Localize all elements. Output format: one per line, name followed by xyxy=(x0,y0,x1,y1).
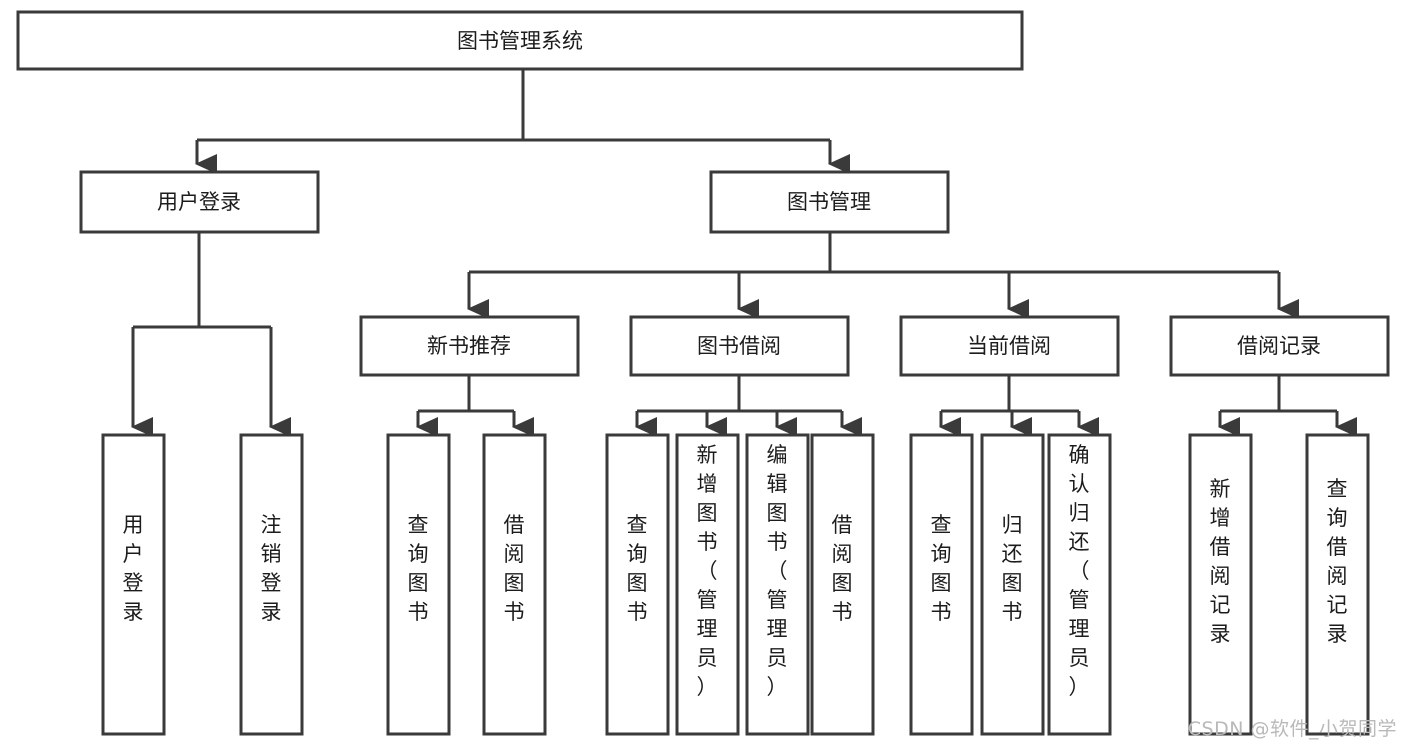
leaf-nbr-query-book-box[interactable] xyxy=(386,433,451,736)
leaf-bb-query-book-box[interactable] xyxy=(605,433,670,736)
leaf-cb-confirm-return-label: 确认归还（管理员） xyxy=(1069,443,1090,699)
leaf-br-query-record-label: 查询借阅记录 xyxy=(1327,477,1348,646)
leaf-nbr-borrow-book-label: 借阅图书 xyxy=(504,513,525,624)
leaf-user-login-box[interactable] xyxy=(101,433,166,736)
leaf-cb-return-book[interactable]: 归还图书 xyxy=(980,433,1045,736)
node-book-borrow[interactable]: 图书借阅 xyxy=(629,315,850,377)
node-book-borrow-label: 图书借阅 xyxy=(697,334,781,358)
leaf-bb-edit-book-box[interactable] xyxy=(745,433,810,736)
leaf-br-add-record-label: 新增借阅记录 xyxy=(1210,477,1231,646)
leaf-user-login-label: 用户登录 xyxy=(123,513,144,624)
leaf-bb-add-book-box[interactable] xyxy=(675,433,740,736)
leaf-cb-return-book-box[interactable] xyxy=(980,433,1045,736)
leaf-bb-borrow-book[interactable]: 借阅图书 xyxy=(810,433,875,736)
leaf-br-query-record[interactable]: 查询借阅记录 xyxy=(1305,433,1370,736)
node-borrow-record[interactable]: 借阅记录 xyxy=(1169,315,1390,377)
node-root[interactable]: 图书管理系统 xyxy=(16,10,1024,71)
node-user-login[interactable]: 用户登录 xyxy=(79,170,320,234)
leaf-nbr-borrow-book-box[interactable] xyxy=(482,433,547,736)
leaf-nbr-query-book-label: 查询图书 xyxy=(408,513,429,624)
node-book-management[interactable]: 图书管理 xyxy=(709,170,950,234)
leaf-bb-query-book[interactable]: 查询图书 xyxy=(605,433,670,736)
node-new-book-recommend-label: 新书推荐 xyxy=(427,334,511,358)
leaf-bb-edit-book[interactable]: 编辑图书（管理员） xyxy=(745,433,810,736)
leaf-cb-query-book-label: 查询图书 xyxy=(931,513,952,624)
node-user-login-box[interactable] xyxy=(79,170,320,234)
node-book-management-label: 图书管理 xyxy=(787,190,871,214)
leaf-br-add-record-box[interactable] xyxy=(1188,433,1253,736)
leaf-cb-query-book[interactable]: 查询图书 xyxy=(909,433,974,736)
leaf-bb-add-book-label: 新增图书（管理员） xyxy=(697,443,718,699)
node-borrow-record-label: 借阅记录 xyxy=(1237,334,1321,358)
leaf-bb-borrow-book-box[interactable] xyxy=(810,433,875,736)
leaf-nbr-query-book[interactable]: 查询图书 xyxy=(386,433,451,736)
node-root-label: 图书管理系统 xyxy=(457,29,583,53)
leaf-user-logout-label: 注销登录 xyxy=(261,513,282,624)
node-new-book-recommend[interactable]: 新书推荐 xyxy=(359,315,580,377)
leaf-nbr-borrow-book[interactable]: 借阅图书 xyxy=(482,433,547,736)
leaf-user-login[interactable]: 用户登录 xyxy=(101,433,166,736)
node-current-borrow-box[interactable] xyxy=(899,315,1120,377)
node-root-box[interactable] xyxy=(16,10,1024,71)
leaf-user-logout[interactable]: 注销登录 xyxy=(239,433,304,736)
node-user-login-label: 用户登录 xyxy=(157,190,241,214)
node-book-borrow-box[interactable] xyxy=(629,315,850,377)
node-borrow-record-box[interactable] xyxy=(1169,315,1390,377)
node-book-management-box[interactable] xyxy=(709,170,950,234)
leaf-cb-return-book-label: 归还图书 xyxy=(1002,513,1023,624)
edge-group xyxy=(131,69,1357,437)
node-new-book-recommend-box[interactable] xyxy=(359,315,580,377)
leaf-bb-edit-book-label: 编辑图书（管理员） xyxy=(767,443,788,699)
leaf-bb-add-book[interactable]: 新增图书（管理员） xyxy=(675,433,740,736)
csdn-watermark: CSDN @软件_小贺同学 xyxy=(1187,718,1397,740)
node-current-borrow[interactable]: 当前借阅 xyxy=(899,315,1120,377)
leaf-cb-confirm-return[interactable]: 确认归还（管理员） xyxy=(1047,433,1112,736)
leaf-br-query-record-box[interactable] xyxy=(1305,433,1370,736)
leaf-user-logout-box[interactable] xyxy=(239,433,304,736)
leaf-bb-borrow-book-label: 借阅图书 xyxy=(832,513,853,624)
node-current-borrow-label: 当前借阅 xyxy=(967,334,1051,358)
leaf-br-add-record[interactable]: 新增借阅记录 xyxy=(1188,433,1253,736)
leaf-bb-query-book-label: 查询图书 xyxy=(627,513,648,624)
leaf-cb-confirm-return-box[interactable] xyxy=(1047,433,1112,736)
leaf-cb-query-book-box[interactable] xyxy=(909,433,974,736)
